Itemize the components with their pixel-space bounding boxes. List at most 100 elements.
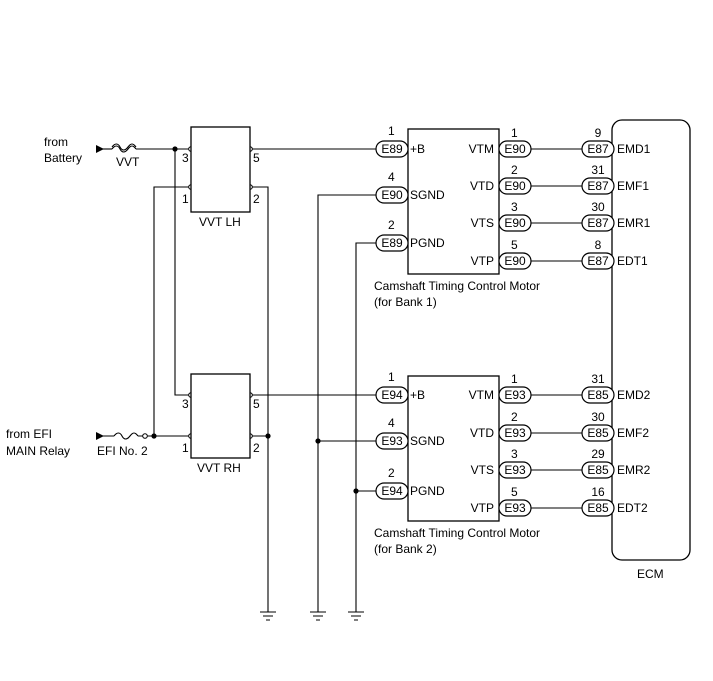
motor-bank1-box [407, 128, 500, 275]
bank1-input-pin-+b: 1 [388, 124, 395, 138]
bank2-output-connector-vtm-label: E93 [504, 388, 526, 402]
bank2-ecm-connector-edt2-label: E85 [587, 501, 609, 515]
bank1-ecm-connector-emr1-label: E87 [587, 216, 609, 230]
bank1-ecm-pin-emr1: 30 [591, 200, 605, 214]
ground-symbols [260, 611, 364, 621]
bank2-input-connector-sgnd: E93 [375, 432, 409, 450]
bank2-ecm-pin-emr2: 29 [591, 447, 605, 461]
relay-lh-pin2: 2 [253, 192, 260, 206]
bank1-ecm-connector-emf1: E87 [581, 177, 615, 195]
ecm-label: ECM [637, 567, 664, 581]
bank2-output-pin-vtm: 1 [511, 372, 518, 386]
bank1-output-connector-vts: E90 [498, 214, 532, 232]
bank1-input-name-+b: +B [410, 142, 425, 156]
bank1-output-pin-vtd: 2 [511, 163, 518, 177]
bank2-output-pin-vtp: 5 [511, 485, 518, 499]
wires [96, 134, 612, 612]
efi-arrow [96, 432, 104, 440]
relay-rh-pin5: 5 [253, 397, 260, 411]
bank1-ecm-terminal-edt1: EDT1 [617, 254, 648, 268]
bank2-ecm-terminal-edt2: EDT2 [617, 501, 648, 515]
bank2-output-name-vtm: VTM [469, 388, 494, 402]
bank1-output-name-vtp: VTP [471, 254, 494, 268]
bank1-input-pin-pgnd: 2 [388, 218, 395, 232]
bank2-ecm-pin-emf2: 30 [591, 410, 605, 424]
bank2-input-name-sgnd: SGND [410, 434, 445, 448]
bank1-ecm-connector-emr1: E87 [581, 214, 615, 232]
bank2-ecm-connector-emf2-label: E85 [587, 426, 609, 440]
bank2-input-pin-+b: 1 [388, 370, 395, 384]
bank1-output-pin-vtm: 1 [511, 126, 518, 140]
motor-bank1-caption-line2: (for Bank 1) [374, 295, 437, 309]
bank1-output-connector-vtd-label: E90 [504, 179, 526, 193]
bank1-ecm-connector-emd1: E87 [581, 140, 615, 158]
bank1-input-connector-sgnd: E90 [375, 186, 409, 204]
bank1-ecm-terminal-emr1: EMR1 [617, 216, 651, 230]
bank2-output-name-vtp: VTP [471, 501, 494, 515]
relay-rh-label: VVT RH [197, 461, 241, 475]
bank1-input-connector-sgnd-label: E90 [381, 188, 403, 202]
bank1-input-name-sgnd: SGND [410, 188, 445, 202]
bank2-ecm-pin-emd2: 31 [591, 372, 605, 386]
bank2-output-connector-vts: E93 [498, 461, 532, 479]
bank1-output-name-vtd: VTD [470, 179, 494, 193]
relay-lh-pin5: 5 [253, 151, 260, 165]
bank2-ecm-connector-emr2-label: E85 [587, 463, 609, 477]
bank1-output-connector-vts-label: E90 [504, 216, 526, 230]
bank2-input-connector-pgnd: E94 [375, 482, 409, 500]
relay-lh-pin3: 3 [182, 151, 189, 165]
motor-bank2-caption-line1: Camshaft Timing Control Motor [374, 526, 540, 540]
bank2-ecm-connector-emd2-label: E85 [587, 388, 609, 402]
bank1-output-connector-vtm: E90 [498, 140, 532, 158]
relay-rh-box [190, 373, 251, 459]
bank2-output-connector-vtd-label: E93 [504, 426, 526, 440]
motor-bank2-caption-line2: (for Bank 2) [374, 542, 437, 556]
bank2-input-pin-sgnd: 4 [388, 416, 395, 430]
efi-label-line1: from EFI [6, 427, 52, 441]
efi-label-line2: MAIN Relay [6, 444, 70, 458]
bank2-input-connector-+b-label: E94 [381, 388, 403, 402]
bank1-input-connector-pgnd: E89 [375, 234, 409, 252]
bank2-output-pin-vtd: 2 [511, 410, 518, 424]
bank1-output-connector-vtd: E90 [498, 177, 532, 195]
bank2-input-pin-pgnd: 2 [388, 466, 395, 480]
bank2-ecm-terminal-emf2: EMF2 [617, 426, 649, 440]
motor-bank1-caption-line1: Camshaft Timing Control Motor [374, 279, 540, 293]
bank2-input-connector-+b: E94 [375, 386, 409, 404]
bank1-output-name-vtm: VTM [469, 142, 494, 156]
bank2-output-name-vts: VTS [471, 463, 494, 477]
bank2-input-name-pgnd: PGND [410, 484, 445, 498]
battery-label-line2: Battery [44, 151, 82, 165]
splice-dots [151, 146, 359, 494]
bank2-input-connector-pgnd-label: E94 [381, 484, 403, 498]
bank1-input-name-pgnd: PGND [410, 236, 445, 250]
bank1-output-connector-vtp-label: E90 [504, 254, 526, 268]
bank2-ecm-connector-emf2: E85 [581, 424, 615, 442]
relay-rh-pin3: 3 [182, 397, 189, 411]
bank2-ecm-connector-emr2: E85 [581, 461, 615, 479]
bank2-output-connector-vtm: E93 [498, 386, 532, 404]
bank1-ecm-pin-edt1: 8 [595, 238, 602, 252]
bank1-input-connector-+b: E89 [375, 140, 409, 158]
relay-rh-pin1: 1 [182, 441, 189, 455]
bank1-ecm-pin-emd1: 9 [595, 126, 602, 140]
relay-lh-label: VVT LH [199, 215, 241, 229]
bank1-ecm-connector-emf1-label: E87 [587, 179, 609, 193]
bank2-ecm-connector-emd2: E85 [581, 386, 615, 404]
bank2-input-name-+b: +B [410, 388, 425, 402]
relay-lh-box [190, 126, 251, 213]
bank2-output-name-vtd: VTD [470, 426, 494, 440]
bank2-ecm-connector-edt2: E85 [581, 499, 615, 517]
bank1-output-pin-vts: 3 [511, 200, 518, 214]
bank2-output-connector-vtp: E93 [498, 499, 532, 517]
bank2-output-pin-vts: 3 [511, 447, 518, 461]
bank2-ecm-terminal-emd2: EMD2 [617, 388, 651, 402]
bank1-output-name-vts: VTS [471, 216, 494, 230]
ecm-box [611, 119, 691, 561]
bank2-ecm-pin-edt2: 16 [591, 485, 605, 499]
bank1-ecm-terminal-emf1: EMF1 [617, 179, 649, 193]
efi-fuse-label: EFI No. 2 [97, 444, 148, 458]
